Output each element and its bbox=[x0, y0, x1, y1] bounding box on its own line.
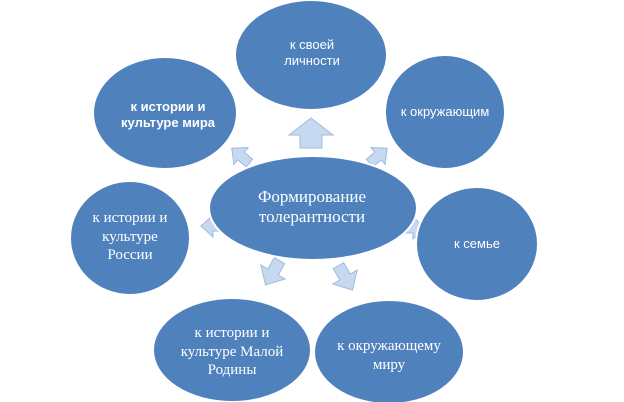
node-label-others: к окружающим bbox=[400, 103, 490, 119]
node-label-world: к окружающему миру bbox=[337, 338, 441, 373]
node-label-history-world: к истории и культуре мира bbox=[121, 98, 215, 130]
node-circle-family bbox=[415, 186, 539, 302]
center-circle bbox=[208, 155, 418, 261]
node-circle-others bbox=[384, 54, 506, 170]
node-label-self: к своей личности bbox=[284, 36, 340, 68]
arrow-lower-right-icon bbox=[331, 262, 358, 291]
node-circle-world bbox=[313, 299, 465, 402]
center-label: Формирование толерантности bbox=[257, 186, 367, 226]
node-circle-self bbox=[234, 0, 388, 111]
node-label-family: к семье bbox=[454, 235, 500, 251]
node-circle-history-world bbox=[92, 56, 238, 170]
arrow-upper-left-icon bbox=[231, 147, 254, 168]
arrow-upper-right-icon bbox=[365, 147, 388, 168]
node-label-small-homeland: к истории и культуре Малой Родины bbox=[180, 324, 284, 379]
arrow-lower-left-icon bbox=[260, 257, 287, 286]
node-label-history-russia: к истории и культуре России bbox=[92, 209, 168, 264]
node-circle-small-homeland bbox=[152, 297, 312, 402]
arrow-up-icon bbox=[287, 117, 335, 149]
node-circle-history-russia bbox=[69, 180, 191, 296]
